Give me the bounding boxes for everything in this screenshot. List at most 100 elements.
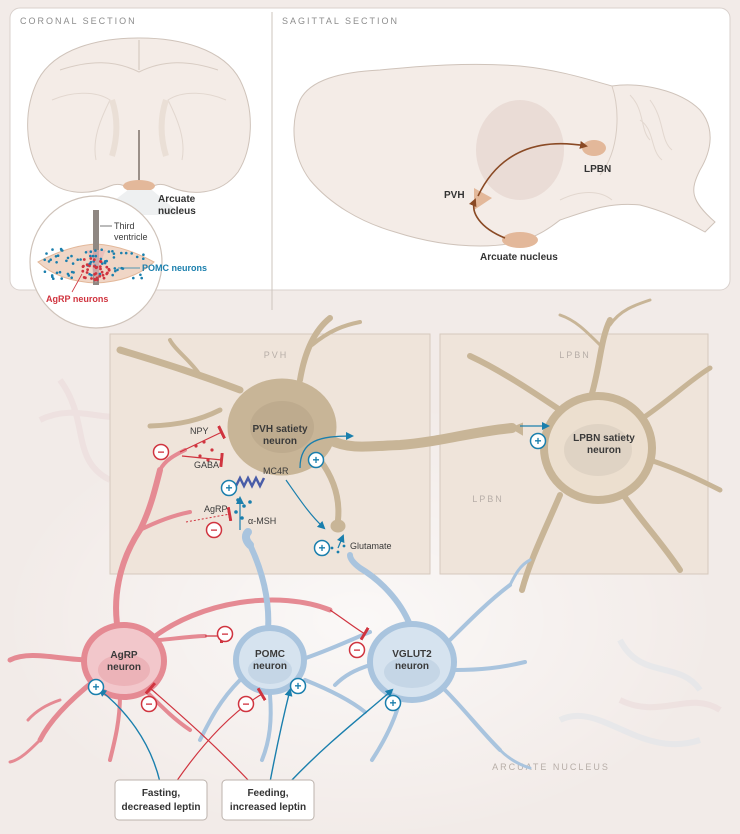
agrp-dot (95, 278, 99, 282)
mc4r-label: MC4R (263, 466, 289, 476)
pomc-dot (114, 269, 117, 273)
glutamate-dot (342, 544, 346, 548)
npy-dot (202, 440, 206, 444)
agrp-dot (98, 265, 102, 268)
svg-text:+: + (225, 481, 232, 495)
plus-sign: + (307, 451, 325, 469)
feeding-label-2: increased leptin (230, 802, 306, 813)
agrp-dot (98, 274, 102, 278)
pomc-dot (111, 250, 114, 253)
sagittal-lpbn-label: LPBN (584, 164, 611, 175)
top-panel: CORONAL SECTION Third ventricle POMC neu… (9, 7, 731, 329)
arcuate-region-title: ARCUATE NUCLEUS (492, 762, 610, 772)
pomc-dot (107, 250, 111, 253)
agrp-dot (102, 276, 106, 280)
npy-dot (198, 454, 202, 458)
agrp-dot (94, 266, 98, 270)
npy-dots (194, 440, 214, 462)
agrp-dot (81, 269, 85, 273)
plus-sign: + (313, 539, 331, 557)
pomc-dot (89, 254, 92, 258)
pomc-dot (100, 248, 103, 251)
pomc-dot (140, 276, 143, 280)
fasting-label-1: Fasting, (142, 788, 181, 799)
pomc-dot (43, 258, 46, 262)
pomc-dot (51, 248, 54, 251)
plus-sign: + (289, 677, 307, 695)
glutamate-dot (330, 546, 334, 550)
pomc-dot (89, 250, 93, 253)
pomc-dot (59, 247, 63, 251)
pomc-dot (89, 260, 93, 264)
pomc-dots (43, 247, 145, 281)
lpbn-neuron-label-2: neuron (587, 445, 621, 456)
pomc-dot (76, 258, 79, 262)
pomc-dot (58, 270, 62, 274)
pomc-neuron-label-1: POMC (255, 649, 285, 660)
pomc-dot (55, 271, 59, 275)
pomc-dot (139, 273, 142, 277)
agrp-neuron (7, 448, 333, 764)
pvh-neuron-label-1: PVH satiety (252, 424, 307, 435)
third-ventricle-label-1: Third (114, 221, 135, 231)
pomc-dot (94, 254, 98, 258)
pomc-dot (70, 254, 73, 258)
sagittal-title: SAGITTAL SECTION (282, 16, 399, 26)
plus-sign: + (220, 479, 238, 497)
npy-dot (210, 448, 214, 452)
svg-text:−: − (157, 445, 164, 459)
pomc-dot (79, 258, 82, 261)
agrp-dot (105, 265, 109, 269)
pomc-dot (103, 261, 107, 265)
glutamate-label: Glutamate (350, 541, 392, 551)
agrp-dot (92, 258, 96, 262)
svg-text:+: + (92, 680, 99, 694)
pomc-dot (112, 252, 116, 255)
pomc-neurons-label: POMC neurons (142, 263, 207, 273)
sagittal-arcuate (502, 232, 538, 248)
minus-sign: − (205, 521, 223, 539)
plus-sign: + (384, 694, 402, 712)
lpbn-region-title-2: LPBN (472, 494, 504, 504)
pomc-dot (70, 276, 73, 280)
svg-text:−: − (210, 523, 217, 537)
msh-dot (242, 504, 246, 508)
pomc-dot (66, 272, 70, 276)
pomc-dot (66, 256, 70, 260)
pomc-dot (84, 251, 88, 254)
pvh-region-title: PVH (264, 350, 289, 360)
minus-sign: − (237, 695, 255, 713)
pomc-dot (60, 277, 63, 280)
agrp-dots (81, 257, 111, 282)
coronal-section: CORONAL SECTION Third ventricle POMC neu… (20, 16, 251, 329)
agrp-dot (89, 257, 93, 260)
pomc-dot (101, 262, 104, 265)
pomc-dot (112, 256, 116, 259)
sign-badges: +++++++−−−−−− (87, 432, 547, 713)
pomc-dot (55, 261, 58, 264)
glutamate-dots (330, 544, 346, 554)
msh-dot (248, 500, 252, 504)
agrp-dot (94, 272, 98, 275)
vglut2-neuron-label-2: neuron (395, 661, 429, 672)
minus-sign: − (152, 443, 170, 461)
feeding-label-1: Feeding, (247, 788, 288, 799)
fasting-label-2: decreased leptin (122, 802, 201, 813)
vglut2-neuron-label-1: VGLUT2 (392, 649, 432, 660)
pomc-dot (98, 272, 102, 276)
pomc-dot (120, 251, 123, 255)
msh-dot (236, 498, 240, 502)
pomc-dot (132, 276, 135, 280)
gaba-label: GABA (194, 460, 219, 470)
pomc-dot (94, 249, 97, 252)
svg-text:−: − (145, 697, 152, 711)
sagittal-lpbn (582, 140, 606, 156)
pomc-dot (91, 254, 95, 258)
pomc-dot (111, 273, 114, 277)
vglut2-neuron (333, 552, 532, 770)
pomc-dot (142, 253, 145, 256)
agrp-dot (100, 270, 104, 274)
msh-dot (240, 516, 244, 520)
lpbn-satiety-neuron (467, 298, 723, 593)
